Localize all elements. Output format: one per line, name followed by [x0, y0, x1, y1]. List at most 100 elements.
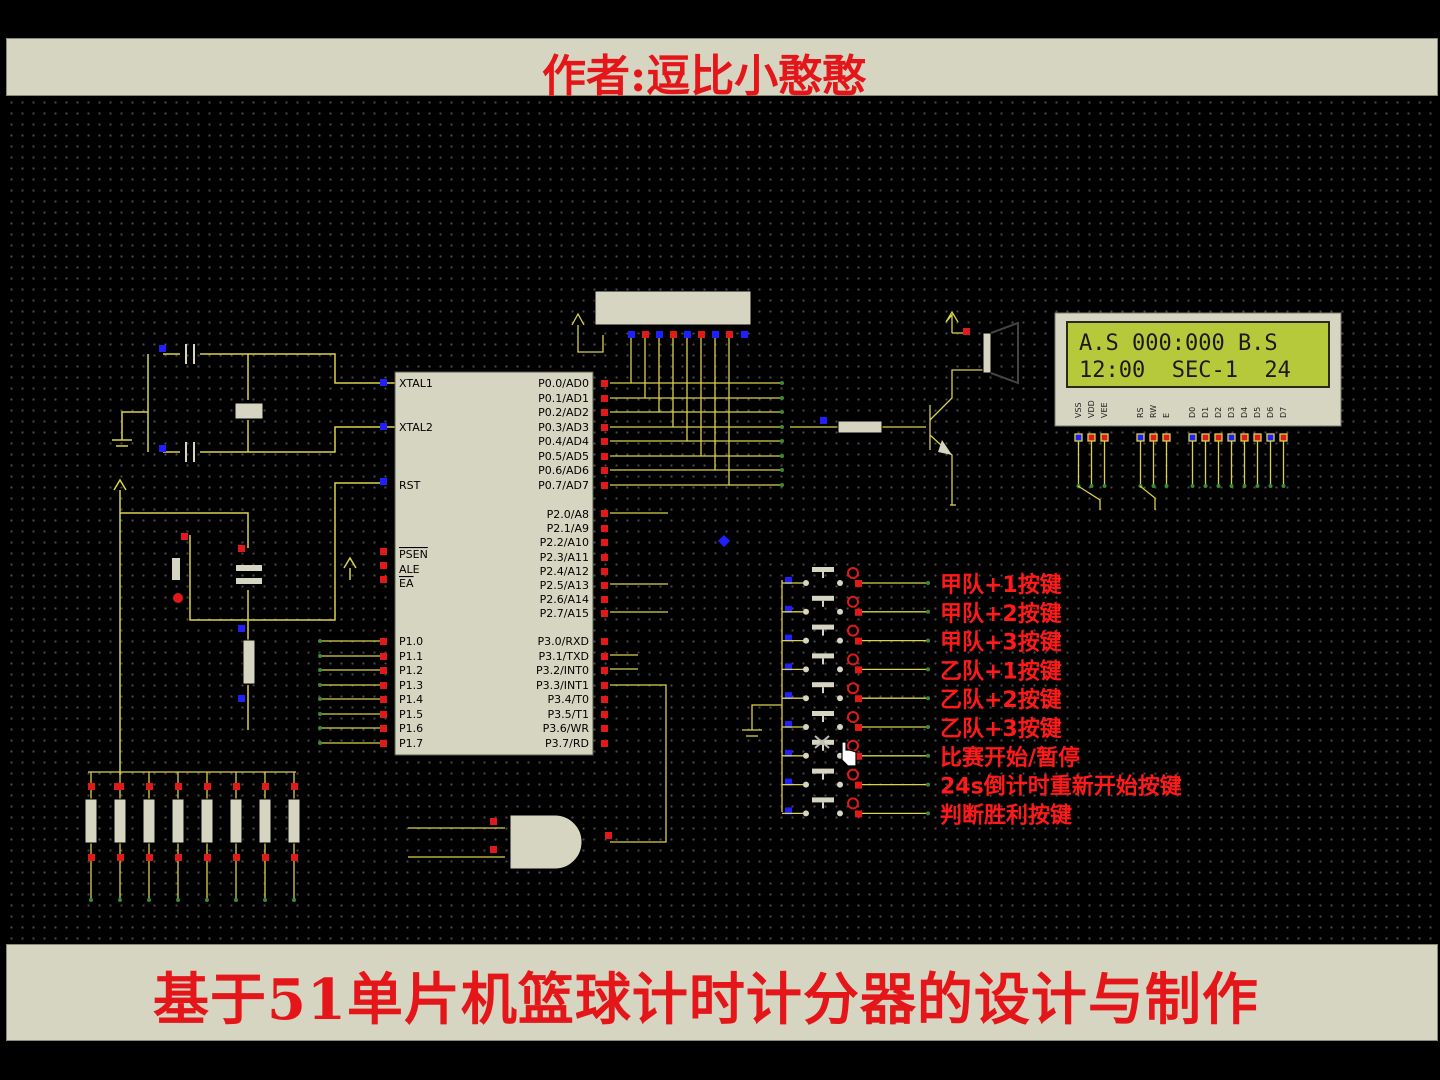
reset-resistor[interactable]	[242, 639, 256, 685]
mcu-right-pins: P0.0/AD0 P0.1/AD1 P0.2/AD2 P0.3/AD3 P0.4…	[536, 377, 589, 750]
capacitor-c1[interactable]	[185, 344, 195, 364]
button-label: 比赛开始/暂停	[940, 745, 1080, 771]
pin-label: P1.2	[399, 664, 423, 677]
resistor-bank[interactable]	[84, 771, 301, 902]
push-button[interactable]: 乙队+1按键	[782, 653, 1062, 684]
pin-label: P0.0/AD0	[538, 377, 589, 390]
push-button[interactable]: 甲队+3按键	[782, 624, 1062, 656]
push-button[interactable]: 甲队+2按键	[782, 595, 1062, 627]
pin-label: XTAL2	[399, 421, 433, 434]
lcd-pin-label: E	[1162, 413, 1171, 418]
push-button[interactable]: 乙队+2按键	[782, 682, 1062, 713]
pin-label: P3.0/RXD	[538, 635, 589, 648]
p2-p3-wires	[610, 512, 668, 843]
pin-label: P2.2/A10	[540, 536, 589, 549]
button-label: 甲队+1按键	[940, 572, 1062, 598]
reset-button-icon[interactable]	[173, 593, 183, 603]
pin-label: PSEN	[399, 548, 428, 561]
p0-bus	[571, 312, 784, 487]
pin-label: P1.6	[399, 722, 423, 735]
button-label: 乙队+1按键	[940, 658, 1062, 684]
pin-label: P3.2/INT0	[536, 664, 589, 677]
buzzer-driver[interactable]	[790, 310, 986, 506]
lcd-pin-label: VEE	[1100, 402, 1109, 418]
lcd-pin-label: RS	[1136, 407, 1145, 418]
pin-label: P2.0/A8	[547, 508, 589, 521]
pin-label: P2.1/A9	[547, 522, 589, 535]
button-label: 24s倒计时重新开始按键	[940, 774, 1182, 800]
lcd-screen	[1066, 321, 1330, 388]
pin-label: P3.7/RD	[545, 737, 589, 750]
pin-label: P0.6/AD6	[538, 464, 589, 477]
button-rail	[742, 580, 783, 812]
pin-label: P2.6/A14	[540, 593, 589, 606]
resistor-network-rp1[interactable]	[594, 290, 752, 326]
lcd-pin-label: D4	[1240, 407, 1249, 418]
reset-capacitor[interactable]	[236, 565, 262, 571]
and-gate[interactable]	[408, 814, 612, 870]
pin-label: RST	[399, 479, 421, 492]
pin-label: P2.3/A11	[540, 551, 589, 564]
button-array[interactable]: 甲队+1按键甲队+2按键甲队+3按键乙队+1按键乙队+2按键乙队+3按键比赛开始…	[782, 567, 1182, 828]
button-label: 乙队+2按键	[940, 687, 1062, 713]
button-label: 乙队+3按键	[940, 716, 1062, 742]
pin-label: P3.4/T0	[547, 693, 589, 706]
lcd-line-2: 12:00 SEC-1 24	[1079, 358, 1291, 383]
lcd-pin-label: D3	[1227, 407, 1236, 418]
cross-cursor-icon	[814, 735, 830, 749]
button-label: 甲队+3按键	[940, 630, 1062, 656]
pin-label: P0.1/AD1	[538, 392, 589, 405]
crystal-x1[interactable]	[234, 402, 264, 420]
lcd-pin-label: D0	[1188, 407, 1197, 418]
pin-label: P3.6/WR	[543, 722, 590, 735]
push-button[interactable]: 判断胜利按键	[782, 797, 1072, 828]
top-banner: 作者:逗比小憨憨	[6, 38, 1438, 102]
push-button[interactable]: 24s倒计时重新开始按键	[782, 768, 1182, 800]
p1-wires	[318, 639, 380, 745]
lcd-pin-label: D7	[1279, 407, 1288, 418]
buzzer-icon[interactable]	[982, 321, 1019, 385]
pin-label: P1.1	[399, 650, 423, 663]
oscillator-circuit[interactable]	[112, 353, 395, 453]
lcd-wires	[1074, 433, 1288, 510]
reset-circuit[interactable]	[113, 478, 385, 775]
project-title: 基于51单片机篮球计时计分器的设计与制作	[153, 967, 1259, 1033]
schematic-canvas[interactable]	[6, 97, 1438, 943]
junction-marker	[718, 535, 730, 547]
button-label: 判断胜利按键	[940, 802, 1072, 828]
pin-label: P1.4	[399, 693, 423, 706]
push-button[interactable]: 比赛开始/暂停	[782, 739, 1080, 771]
push-button[interactable]: 乙队+3按键	[782, 711, 1062, 742]
author-title: 作者:逗比小憨憨	[542, 51, 867, 102]
lcd-pin-label: D2	[1214, 407, 1223, 418]
capacitor-c2[interactable]	[185, 442, 195, 462]
pin-label: P2.7/A15	[540, 607, 589, 620]
lcd-pin-label: D1	[1201, 407, 1210, 418]
pin-label: ALE	[399, 563, 420, 576]
mcu-left-pins: XTAL1 XTAL2 RST PSEN ALE EA P1.0 P1.1 P1…	[399, 377, 433, 750]
pin-label: P2.5/A13	[540, 579, 589, 592]
pin-label: P0.2/AD2	[538, 406, 589, 419]
pin-label: P0.5/AD5	[538, 450, 589, 463]
pin-label: P0.3/AD3	[538, 421, 589, 434]
push-button[interactable]: 甲队+1按键	[782, 567, 1062, 598]
pin-label: P3.1/TXD	[538, 650, 589, 663]
pin-label: XTAL1	[399, 377, 433, 390]
pin-label: P3.3/INT1	[536, 679, 589, 692]
mcu-pin-stubs	[380, 380, 608, 747]
pin-label: P3.5/T1	[547, 708, 589, 721]
lcd-pin-label: RW	[1149, 405, 1158, 418]
pin-label: P1.3	[399, 679, 423, 692]
lcd-pin-label: D6	[1266, 407, 1275, 418]
pin-label: P0.7/AD7	[538, 479, 589, 492]
mcu-body[interactable]	[394, 371, 594, 756]
pin-label: P1.7	[399, 737, 423, 750]
lcd-line-1: A.S 000:000 B.S	[1079, 331, 1278, 356]
pin-label: P2.4/A12	[540, 565, 589, 578]
base-resistor[interactable]	[837, 420, 883, 434]
button-label: 甲队+2按键	[940, 601, 1062, 627]
pin-label: P1.0	[399, 635, 423, 648]
